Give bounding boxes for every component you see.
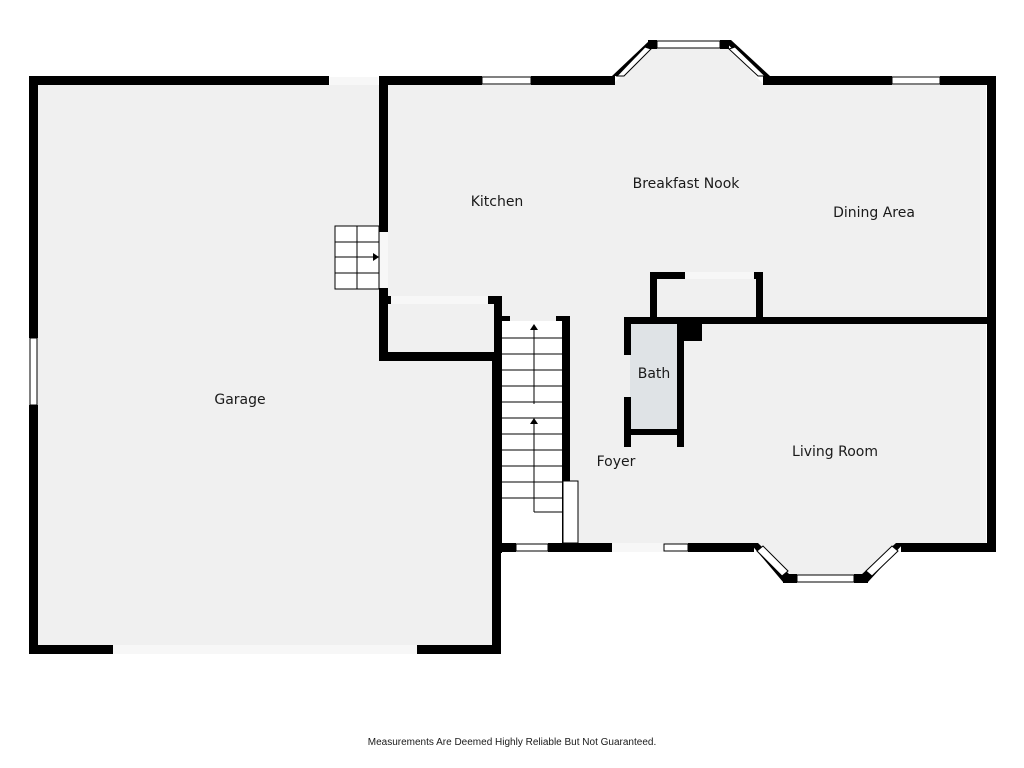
main-staircase-arrow-lower xyxy=(530,418,538,424)
kitchen-closet-opening xyxy=(391,296,488,304)
bath-floor xyxy=(630,324,678,430)
window-foyer-bottom-left xyxy=(515,543,549,552)
window-bay-top-right xyxy=(728,46,767,77)
main-floor xyxy=(387,46,986,577)
window-kitchen-top xyxy=(481,76,532,85)
stair-wall-right xyxy=(562,316,570,548)
bay-top-corner-right xyxy=(720,40,729,49)
main-staircase xyxy=(502,321,579,544)
walls xyxy=(29,40,996,654)
openings xyxy=(113,77,754,654)
garage-door-opening xyxy=(113,645,417,654)
house-wall-bottom-a xyxy=(578,543,612,552)
garage-wall-left-lower xyxy=(29,405,38,654)
breakfast-nook-label: Breakfast Nook xyxy=(633,176,741,192)
bath-wall-left-upper xyxy=(624,317,631,355)
house-wall-top-left xyxy=(379,76,482,85)
bath-wall-bottom xyxy=(624,429,684,435)
window-bay-top xyxy=(656,40,721,49)
main-staircase-outline xyxy=(502,321,562,543)
living-room-wall-corner xyxy=(681,317,702,341)
house-wall-bottom-b xyxy=(688,543,754,552)
garage-wall-left-upper xyxy=(29,76,38,338)
stair-wall-left xyxy=(494,297,502,553)
bay-top-corner-left xyxy=(648,40,657,49)
kitchen-garage-wall-lower xyxy=(379,288,388,361)
kitchen-label: Kitchen xyxy=(471,194,524,210)
living-room-label: Living Room xyxy=(792,444,878,460)
floor-areas xyxy=(37,46,986,649)
room-labels: Kitchen Breakfast Nook Dining Area Garag… xyxy=(214,176,915,470)
dining-area-label: Dining Area xyxy=(833,205,915,221)
window-bay-bottom-right xyxy=(865,545,899,577)
garage-top-opening xyxy=(330,77,378,85)
window-bay-top-left xyxy=(615,46,652,77)
house-wall-top-right-a xyxy=(763,76,892,85)
garage-wall-top xyxy=(29,76,329,85)
stair-wall-top-right xyxy=(556,316,570,321)
closet-wall-right xyxy=(756,272,763,324)
garage-steps-arrow xyxy=(373,253,379,261)
house-wall-top-right-b xyxy=(940,76,995,85)
bay-bottom-corner-left xyxy=(783,574,797,583)
house-wall-bottom-e xyxy=(501,543,516,552)
closet-top-opening xyxy=(685,272,754,279)
window-bay-bottom xyxy=(796,574,855,583)
main-staircase-arrow-upper xyxy=(530,324,538,330)
disclaimer-text: Measurements Are Deemed Highly Reliable … xyxy=(368,737,656,748)
garage-steps xyxy=(334,225,380,290)
bay-bottom-corner-right xyxy=(854,574,868,583)
foyer-label: Foyer xyxy=(597,454,636,470)
kitchen-closet-wall-right xyxy=(488,296,502,304)
bath-label: Bath xyxy=(638,366,671,382)
front-entry-opening xyxy=(612,543,664,552)
house-wall-top-mid xyxy=(531,76,615,85)
kitchen-garage-door xyxy=(380,232,388,288)
closet-wall-top-left xyxy=(650,272,685,279)
windows xyxy=(29,40,941,583)
window-bay-bottom-left xyxy=(756,545,789,577)
living-room-wall-top xyxy=(681,317,996,324)
house-wall-bottom-c xyxy=(901,543,996,552)
house-wall-right xyxy=(987,76,996,551)
garage-wall-bottom-right xyxy=(417,645,501,654)
kitchen-closet-wall xyxy=(387,296,391,304)
garage-wall-bottom-left xyxy=(29,645,113,654)
garage-label: Garage xyxy=(214,392,265,408)
window-garage-left xyxy=(29,337,38,406)
bath-wall-top xyxy=(624,317,684,324)
stair-landing-rail xyxy=(562,480,579,544)
kitchen-garage-wall-upper xyxy=(379,76,388,232)
garage-wall-step xyxy=(381,352,501,361)
bath-wall-right xyxy=(677,317,684,447)
window-dining-top xyxy=(891,76,941,85)
closet-wall-left xyxy=(650,272,657,324)
stair-wall-top xyxy=(502,316,510,321)
window-foyer-bottom-right xyxy=(663,543,689,552)
bath-wall-left-lower xyxy=(624,397,631,447)
